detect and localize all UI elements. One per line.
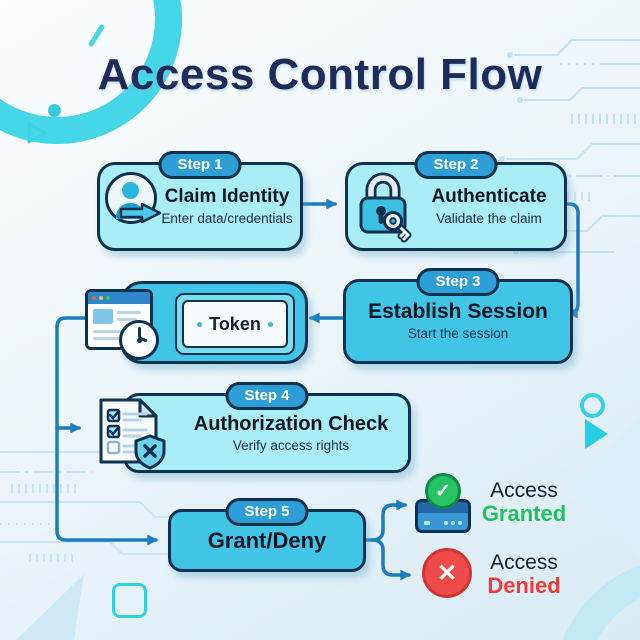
shield-x-icon bbox=[134, 434, 166, 470]
step5-box: Step 5 Grant/Deny bbox=[168, 498, 366, 572]
triangle-pale-decoration bbox=[16, 574, 84, 640]
key-icon bbox=[383, 211, 412, 243]
step5-title: Grant/Deny bbox=[207, 527, 327, 553]
step1-title: Claim Identity bbox=[164, 186, 290, 207]
cross-circle-icon: ✕ bbox=[422, 548, 472, 598]
window-dot-red bbox=[92, 296, 96, 300]
step4-badge: Step 4 bbox=[225, 382, 309, 410]
step3-title: Establish Session bbox=[368, 300, 548, 323]
token-label: Token bbox=[209, 313, 261, 334]
checklist-shield-icon bbox=[99, 398, 166, 470]
token-dot bbox=[197, 321, 203, 327]
access-granted-label: Access Granted bbox=[481, 479, 567, 526]
step1-subtitle: Enter data/credentials bbox=[161, 211, 293, 226]
step3-box: Step 3 Establish Session Start the sessi… bbox=[343, 268, 573, 364]
connector-split-granted bbox=[370, 499, 408, 542]
access-denied-label: Access Denied bbox=[487, 551, 561, 598]
ticket-icon: Token bbox=[175, 293, 295, 355]
step2-subtitle: Validate the claim bbox=[436, 211, 542, 226]
step4-box: Step 4 Authorization Check Verify access… bbox=[99, 382, 411, 473]
step5-badge: Step 5 bbox=[225, 498, 309, 526]
step2-title: Authenticate bbox=[431, 186, 547, 207]
padlock-key-icon bbox=[359, 172, 412, 243]
server-check-icon: ✓ bbox=[415, 473, 471, 533]
step1-badge: Step 1 bbox=[158, 151, 242, 179]
token-dot bbox=[267, 321, 273, 327]
window-dot-green bbox=[106, 296, 110, 300]
step4-subtitle: Verify access rights bbox=[232, 437, 350, 453]
step4-title: Authorization Check bbox=[193, 412, 389, 435]
check-circle-icon: ✓ bbox=[425, 473, 461, 509]
arrow-right-icon bbox=[119, 202, 162, 224]
connector-split-denied bbox=[370, 538, 412, 581]
clock-icon bbox=[119, 320, 159, 360]
token-box: Token bbox=[85, 281, 308, 364]
step3-badge: Step 3 bbox=[416, 268, 500, 296]
triangle-outline-icon bbox=[27, 122, 47, 144]
step2-box: Step 2 Authenticate Validate the claim bbox=[345, 151, 567, 251]
step3-subtitle: Start the session bbox=[407, 326, 509, 341]
dot-decoration bbox=[48, 104, 61, 117]
step2-badge: Step 2 bbox=[414, 151, 498, 179]
square-outline-decoration bbox=[112, 583, 147, 618]
circle-outline-decoration bbox=[580, 393, 605, 418]
window-dot-yellow bbox=[99, 296, 103, 300]
triangle-filled-icon bbox=[585, 419, 608, 449]
connector-step2-step3 bbox=[559, 202, 580, 319]
page-title: Access Control Flow bbox=[97, 50, 543, 99]
step1-box: Step 1 Claim Identity Enter data/credent… bbox=[97, 151, 303, 251]
